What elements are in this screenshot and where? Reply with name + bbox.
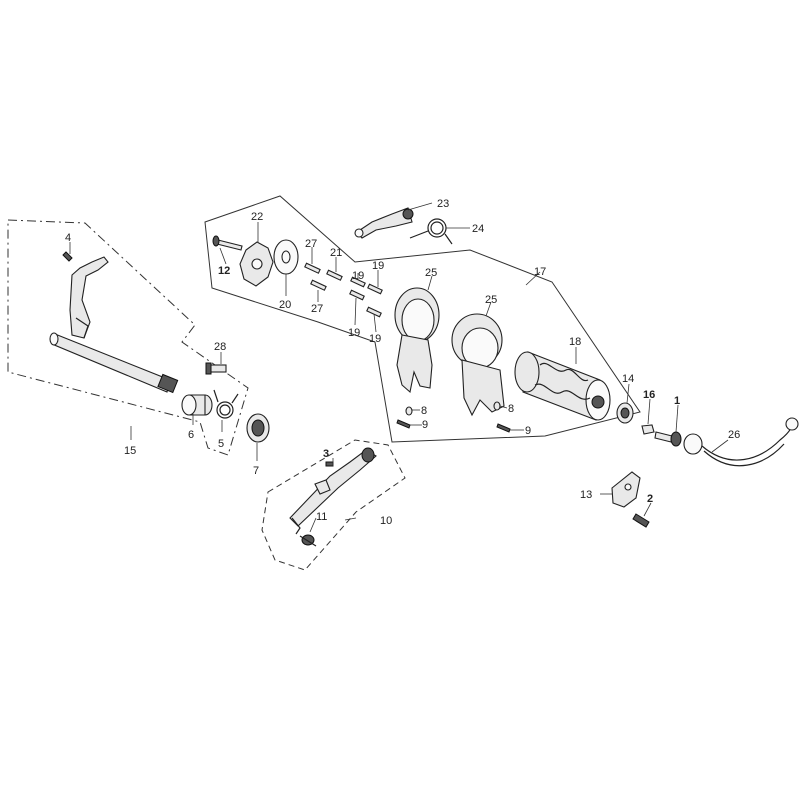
part-25-shift-fork-1 (394, 287, 440, 394)
shift-shaft-spline (157, 373, 179, 394)
callout-4: 4 (65, 232, 71, 244)
part-22-center-hole (251, 258, 263, 270)
callout-7: 7 (253, 465, 259, 477)
callout-16: 16 (643, 389, 655, 401)
callout-6: 6 (188, 429, 194, 441)
callout-5: 5 (218, 438, 224, 450)
callout-9-right: 9 (525, 425, 531, 437)
callout-1: 1 (674, 395, 680, 407)
callout-19-b: 19 (372, 260, 384, 272)
part-1-bolt (654, 431, 682, 447)
callout-27-lower: 27 (311, 303, 323, 315)
callout-2: 2 (647, 493, 653, 505)
callout-18: 18 (569, 336, 581, 348)
callout-26: 26 (728, 429, 740, 441)
callout-3: 3 (323, 448, 329, 460)
callout-20: 20 (279, 299, 291, 311)
callout-8-right: 8 (508, 403, 514, 415)
part-18-shift-drum (514, 351, 611, 421)
part-10-pedal-hub (361, 447, 375, 463)
part-10-clamp (314, 479, 331, 495)
callout-8-left: 8 (421, 405, 427, 417)
part-19-pin-b (367, 283, 383, 295)
part-24-spring (409, 218, 453, 245)
part-8-pin-1 (405, 406, 413, 416)
part-27-pin-upper (304, 262, 321, 274)
callout-14: 14 (622, 373, 634, 385)
callout-9-left: 9 (422, 419, 428, 431)
part-2-screw (632, 513, 650, 528)
callout-15: 15 (124, 445, 136, 457)
shift-shaft-assembly (49, 251, 270, 443)
group-boundary-shift-drum (204, 195, 641, 443)
group-boundary-shift-shaft (7, 219, 249, 456)
part-28-bolt (205, 362, 227, 375)
part-11-pedal-rubber (299, 534, 317, 547)
callout-21: 21 (330, 247, 342, 259)
group-outlines (7, 195, 641, 571)
callout-27-upper: 27 (305, 238, 317, 250)
callout-19-a: 19 (352, 270, 364, 282)
part-9-clip-1 (396, 419, 411, 429)
part-16-washer (641, 424, 655, 435)
part-10-pedal-rod (291, 517, 301, 535)
callout-23: 23 (437, 198, 449, 210)
callout-12: 12 (218, 265, 230, 277)
callout-11: 11 (316, 511, 327, 523)
part-26-neutral-switch (683, 417, 799, 467)
part-21-pin (326, 269, 343, 281)
part-10-shift-pedal (289, 449, 377, 527)
part-12-bolt (212, 235, 243, 251)
callout-24: 24 (472, 223, 484, 235)
part-14-bearing (616, 402, 634, 424)
callout-19-d: 19 (369, 333, 381, 345)
part-27-pin-lower (310, 279, 327, 291)
part-9-clip-2 (496, 423, 511, 433)
part-3-bolt (325, 461, 334, 467)
shift-arm (69, 256, 109, 339)
part-6-bush-front (181, 394, 197, 416)
callout-28: 28 (214, 341, 226, 353)
shift-shaft (51, 333, 171, 393)
right-side-parts (611, 417, 799, 528)
part-7-oil-seal (246, 413, 270, 443)
part-19-pin-a (350, 276, 366, 288)
callout-25-right: 25 (485, 294, 497, 306)
shift-drum-assembly (212, 207, 634, 433)
callout-13: 13 (580, 489, 592, 501)
part-8-pin-2 (493, 401, 501, 411)
callout-19-c: 19 (348, 327, 360, 339)
callout-25-left: 25 (425, 267, 437, 279)
group-boundary-shift-pedal (261, 439, 406, 571)
shift-arm-detail (75, 317, 89, 339)
callout-10: 10 (380, 515, 392, 527)
shift-pedal-assembly (289, 447, 377, 547)
callout-17: 17 (534, 266, 546, 278)
part-5-return-spring (213, 389, 239, 419)
leader-lines (69, 202, 729, 533)
part-25-shift-fork-2 (451, 313, 505, 417)
part-19-pin-d (366, 306, 382, 318)
shift-shaft-end (49, 332, 59, 346)
part-19-pin-c (349, 289, 365, 301)
part-13-hole (624, 483, 632, 491)
part-4-pin (62, 251, 73, 262)
callout-22: 22 (251, 211, 263, 223)
part-20-plate-hole (281, 250, 291, 264)
callout-labels: 1 2 3 4 5 6 7 8 8 9 9 10 11 12 13 14 15 … (65, 198, 740, 527)
part-23-stopper-arm (354, 207, 414, 239)
